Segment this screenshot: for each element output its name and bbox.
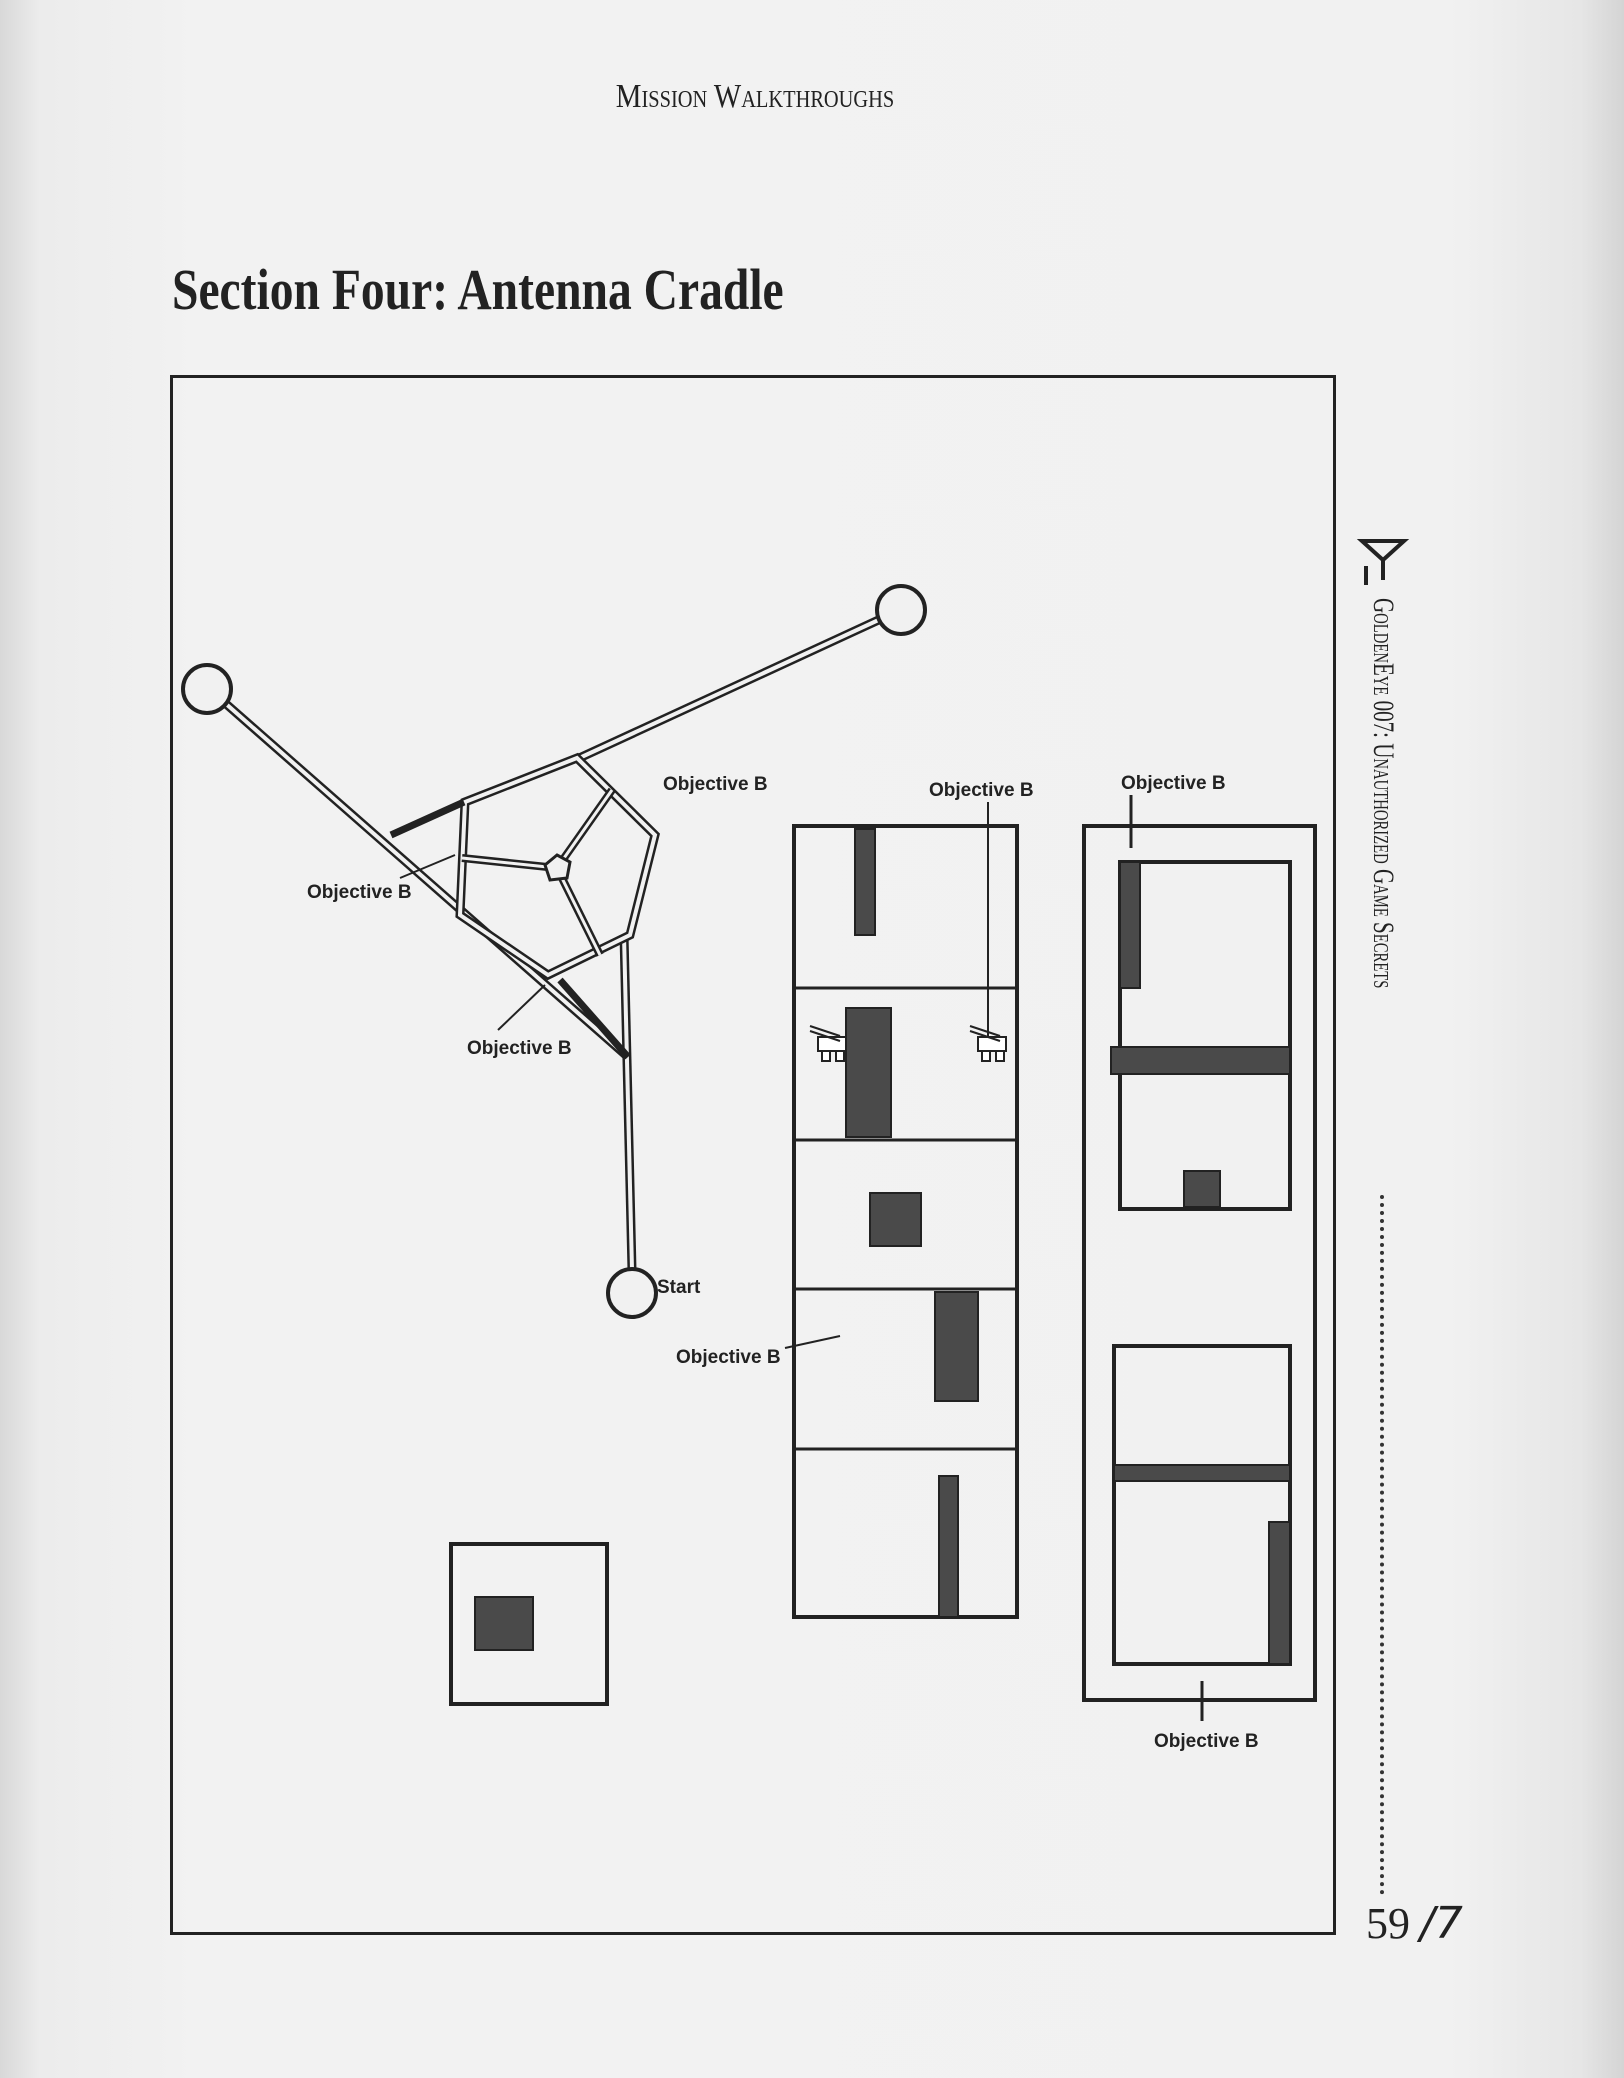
objective-b-label: Objective B bbox=[307, 882, 412, 903]
objective-b-label: Objective B bbox=[1154, 1731, 1259, 1752]
antenna-arms bbox=[222, 612, 887, 1271]
small-room bbox=[449, 1542, 609, 1706]
antenna-dish-left bbox=[181, 663, 233, 715]
book-title-vertical: GoldenEye 007: Unauthorized Game Secrets bbox=[1367, 598, 1400, 989]
antenna-logo-icon bbox=[1356, 539, 1410, 585]
antenna-dish-right bbox=[875, 584, 927, 636]
room-column-right bbox=[1082, 824, 1317, 1702]
objective-b-label: Objective B bbox=[467, 1038, 572, 1059]
objective-b-label: Objective B bbox=[1121, 773, 1226, 794]
handwritten-mark: /7 bbox=[1420, 1898, 1463, 1949]
consoles bbox=[474, 828, 1291, 1665]
start-point bbox=[606, 1267, 658, 1319]
room-column-left bbox=[792, 824, 1019, 1619]
running-header: Mission Walkthroughs bbox=[615, 78, 895, 115]
dotted-rule bbox=[1380, 1195, 1384, 1895]
turret-icon bbox=[809, 1025, 1007, 1062]
map-frame bbox=[170, 375, 1336, 1935]
objective-b-label: Objective B bbox=[676, 1347, 781, 1368]
start-label: Start bbox=[657, 1277, 701, 1298]
objective-b-label: Objective B bbox=[663, 774, 768, 795]
objective-b-label: Objective B bbox=[929, 780, 1034, 801]
section-title: Section Four: Antenna Cradle bbox=[172, 257, 784, 322]
page-number: 59 bbox=[1366, 1899, 1410, 1948]
